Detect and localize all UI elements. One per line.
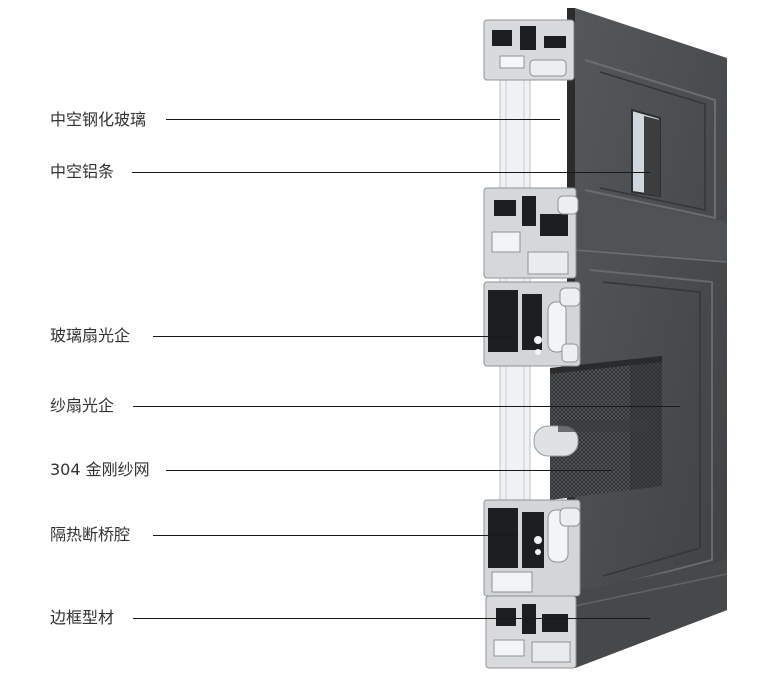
bottom-sill	[575, 560, 727, 668]
leader-screen-sash-profile	[133, 406, 680, 407]
bottom-frame-section	[485, 595, 577, 669]
label-steel-mesh: 304 金刚纱网	[50, 460, 150, 479]
upper-sash-moulding	[584, 59, 716, 220]
top-frame-section	[483, 19, 575, 81]
label-thermal-break-cavity: 隔热断桥腔	[50, 525, 131, 544]
leader-hollow-tempered-glass	[166, 119, 560, 120]
label-hollow-aluminum-spacer: 中空铝条	[50, 162, 115, 181]
label-glass-sash-profile: 玻璃扇光企	[50, 326, 131, 345]
leader-steel-mesh	[166, 470, 612, 471]
leader-glass-sash-profile	[153, 336, 514, 337]
leader-frame-profile	[133, 618, 650, 619]
glass-sash-section	[483, 281, 581, 367]
lower-sash-section	[483, 499, 581, 597]
screen-roll-bar	[533, 420, 648, 457]
label-frame-profile: 边框型材	[50, 608, 115, 627]
label-hollow-tempered-glass: 中空钢化玻璃	[50, 110, 147, 129]
leader-hollow-aluminum-spacer	[132, 172, 650, 173]
transom-bar	[575, 192, 727, 262]
frame-face	[575, 8, 727, 668]
upper-sash-section	[483, 187, 579, 279]
label-screen-sash-profile: 纱扇光企	[50, 396, 115, 415]
leader-thermal-break-cavity	[153, 535, 518, 536]
